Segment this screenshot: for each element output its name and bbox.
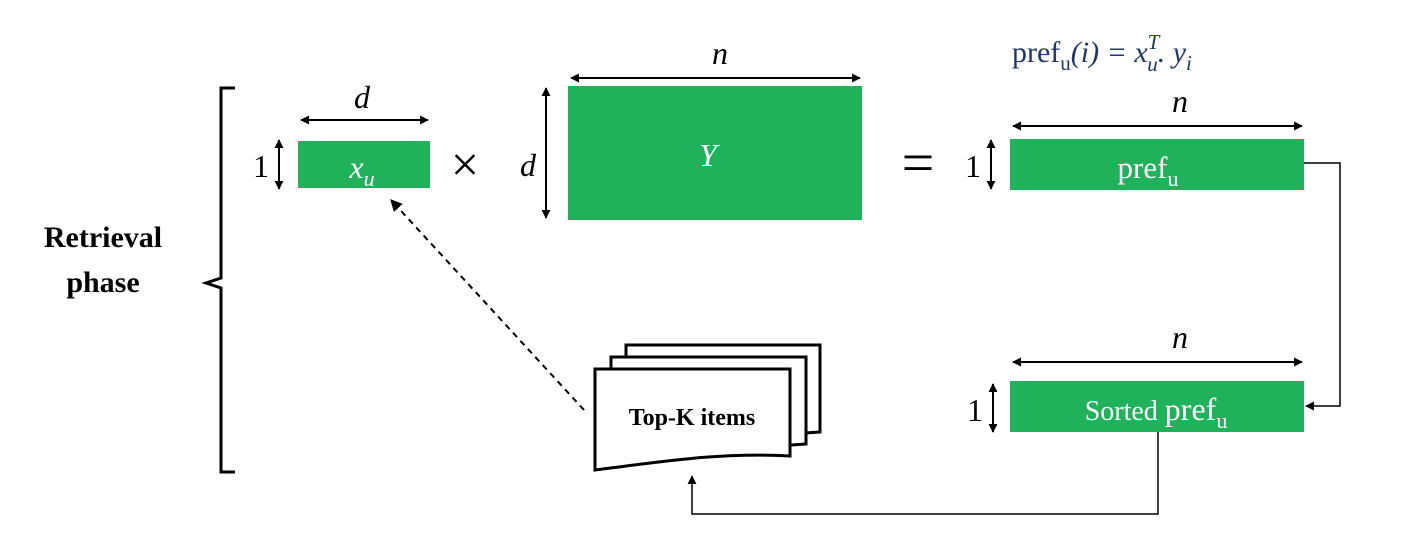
sorted-to-topk-connector — [687, 432, 1159, 515]
y-matrix-label: Y — [699, 137, 720, 173]
sorted-height-label: 1 — [967, 392, 983, 428]
y-matrix-block — [568, 86, 862, 220]
phase-label-line2: phase — [66, 266, 139, 299]
xu-height-label: 1 — [253, 148, 269, 184]
sorted-pref-vector-block — [1010, 381, 1304, 432]
phase-brace — [201, 86, 235, 474]
topk-to-xu-feedback-arrow — [390, 199, 585, 411]
y-width-label: n — [712, 35, 728, 71]
multiply-sign: × — [451, 136, 479, 192]
equals-sign: = — [902, 130, 935, 195]
sorted-pref-label: Sorted prefu — [1085, 391, 1228, 433]
topk-items-label: Top-K items — [629, 405, 755, 431]
pref-width-label: n — [1172, 83, 1188, 119]
sorted-width-label: n — [1172, 319, 1188, 355]
pref-vector-label: prefu — [1118, 150, 1179, 191]
topk-items-document-stack — [593, 343, 822, 472]
phase-label-line1: Retrieval — [44, 221, 162, 254]
pref-vector-block — [1010, 139, 1304, 190]
xu-vector-label: xu — [348, 149, 374, 191]
xu-width-label: d — [354, 79, 371, 115]
xu-vector-block — [298, 141, 430, 188]
pref-to-sorted-connector — [1304, 162, 1341, 411]
y-height-label: d — [520, 147, 537, 183]
pref-height-label: 1 — [965, 148, 981, 184]
